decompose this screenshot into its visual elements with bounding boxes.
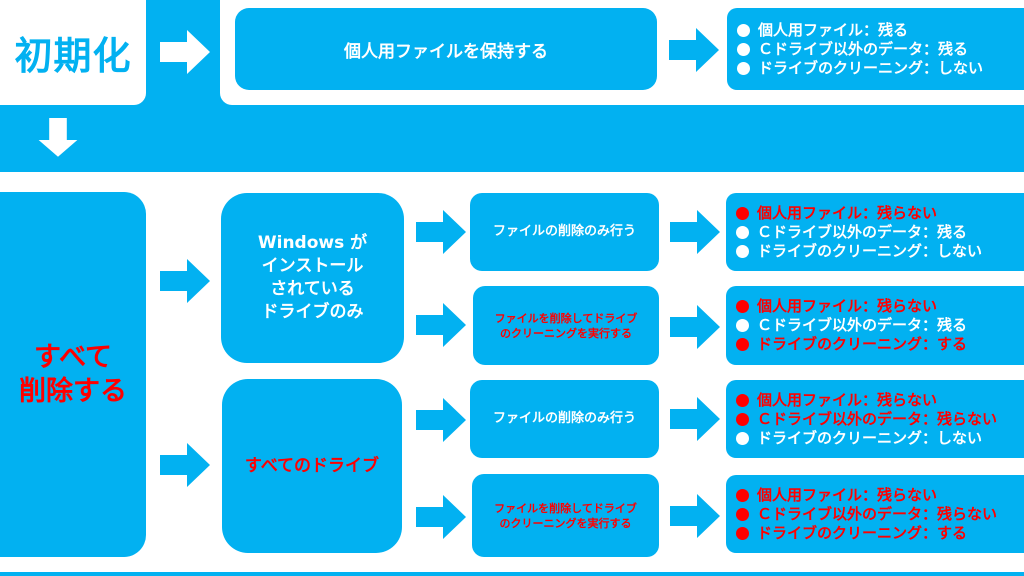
bullet-icon xyxy=(736,338,749,351)
result-item: 個人用ファイル：残らない xyxy=(736,486,997,505)
result-item: ドライブのクリーニング：する xyxy=(736,524,997,543)
arrow-right-icon xyxy=(416,303,466,347)
keep-files-box: 個人用ファイルを保持する xyxy=(235,8,657,90)
bullet-icon xyxy=(736,507,749,521)
arrow-right-icon xyxy=(416,495,466,539)
arrow-right-icon xyxy=(416,210,466,254)
bullet-icon xyxy=(736,431,749,445)
bullet-icon xyxy=(736,412,749,426)
action-label: ファイルを削除してドライブ のクリーニングを実行する xyxy=(494,311,638,340)
result-item: Ｃドライブ以外のデータ：残る xyxy=(736,223,982,242)
arrow-right-icon xyxy=(670,397,720,441)
action-label: ファイルの削除のみ行う xyxy=(492,224,636,239)
scope-all-drives-label: すべてのドライブ xyxy=(244,455,380,476)
delete-all-label: すべて 削除する xyxy=(19,341,127,407)
action-delete-files-only-box: ファイルの削除のみ行う xyxy=(470,380,659,458)
bullet-icon xyxy=(737,61,750,75)
arrow-right-icon xyxy=(670,305,720,349)
result-item: 個人用ファイル：残らない xyxy=(736,297,967,316)
arrow-right-icon xyxy=(160,259,210,303)
result-item: 個人用ファイル：残らない xyxy=(736,204,982,223)
result-item: Ｃドライブ以外のデータ：残る xyxy=(736,316,967,335)
bottom-divider xyxy=(0,572,1024,576)
bullet-icon xyxy=(736,300,749,313)
bullet-icon xyxy=(737,42,750,56)
bullet-icon xyxy=(736,225,749,239)
result-list: 個人用ファイル：残る Ｃドライブ以外のデータ：残る ドライブのクリーニング：しな… xyxy=(737,21,983,78)
bullet-icon xyxy=(737,23,750,37)
keep-files-result-box: 個人用ファイル：残る Ｃドライブ以外のデータ：残る ドライブのクリーニング：しな… xyxy=(727,8,1024,90)
arrow-right-icon xyxy=(160,443,210,487)
result-item: Ｃドライブ以外のデータ：残らない xyxy=(736,505,997,524)
arrow-right-icon xyxy=(669,28,719,72)
result-item: 個人用ファイル：残らない xyxy=(736,391,997,410)
action-delete-and-clean-box: ファイルを削除してドライブ のクリーニングを実行する xyxy=(472,474,659,557)
init-label: 初期化 xyxy=(14,34,132,78)
action-label: ファイルの削除のみ行う xyxy=(492,411,636,426)
bullet-icon xyxy=(736,488,749,502)
action-delete-files-only-box: ファイルの削除のみ行う xyxy=(470,193,659,271)
delete-all-box: すべて 削除する xyxy=(0,192,146,557)
result-item: ドライブのクリーニング：しない xyxy=(736,242,982,261)
scope-windows-drive-box: Windows が インストール されている ドライブのみ xyxy=(221,193,404,363)
action-delete-and-clean-box: ファイルを削除してドライブ のクリーニングを実行する xyxy=(473,286,659,365)
bullet-icon xyxy=(736,244,749,258)
init-box: 初期化 xyxy=(0,0,146,105)
result-item: 個人用ファイル：残る xyxy=(737,21,983,40)
arrow-right-icon xyxy=(160,30,210,74)
scope-windows-drive-label: Windows が インストール されている ドライブのみ xyxy=(257,233,368,322)
action-label: ファイルを削除してドライブ のクリーニングを実行する xyxy=(494,501,637,530)
arrow-down-icon xyxy=(38,118,78,157)
bullet-icon xyxy=(736,319,749,332)
result-item: Ｃドライブ以外のデータ：残る xyxy=(737,40,983,59)
result-item: ドライブのクリーニング：する xyxy=(736,335,967,354)
arrow-right-icon xyxy=(416,398,466,442)
result-item: ドライブのクリーニング：しない xyxy=(736,429,997,448)
result-item: Ｃドライブ以外のデータ：残らない xyxy=(736,410,997,429)
keep-files-label: 個人用ファイルを保持する xyxy=(344,41,548,62)
arrow-right-icon xyxy=(670,210,720,254)
bullet-icon xyxy=(736,393,749,407)
bullet-icon xyxy=(736,526,749,540)
bullet-icon xyxy=(736,206,749,220)
scope-all-drives-box: すべてのドライブ xyxy=(222,379,402,553)
arrow-right-icon xyxy=(670,494,720,538)
result-item: ドライブのクリーニング：しない xyxy=(737,59,983,78)
